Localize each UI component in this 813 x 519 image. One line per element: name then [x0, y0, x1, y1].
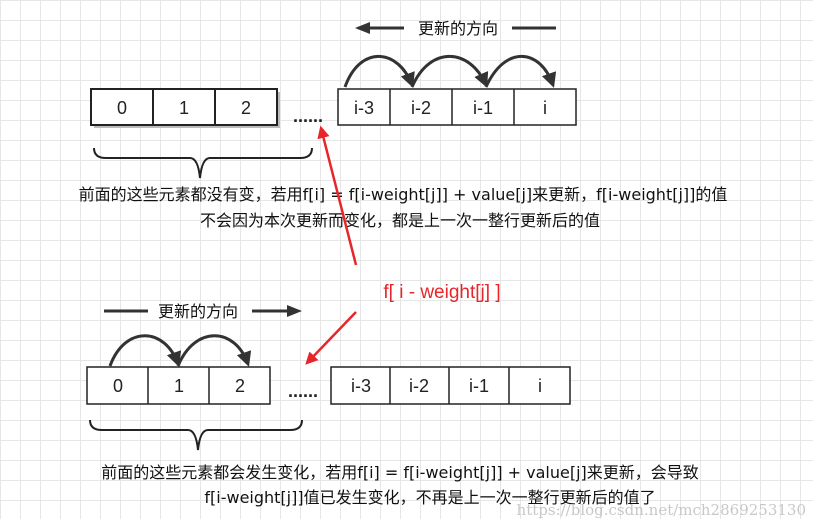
bottom-cell-1: 1	[174, 376, 184, 396]
top-cell-1: 1	[179, 98, 189, 118]
top-caption-line1: 前面的这些元素都没有变，若用f[i] = f[i-weight[j]] + va…	[79, 185, 728, 204]
red-arrow-up	[317, 125, 358, 266]
top-left-array: 0 1 2	[90, 88, 280, 128]
top-direction-arrow: 更新的方向	[355, 19, 556, 38]
bottom-direction-arrow: 更新的方向	[104, 302, 302, 321]
bottom-curved-arrows	[108, 334, 252, 367]
watermark: https://blog.csdn.net/mch2869253130	[517, 501, 806, 519]
bottom-cell-i: i	[538, 376, 542, 396]
top-cell-i-3: i-3	[354, 98, 374, 118]
top-cell-i-2: i-2	[411, 98, 431, 118]
bottom-cell-i-1: i-1	[469, 376, 489, 396]
top-section: 更新的方向 0 1 2 ...... i-3 i-2 i-1 i	[79, 19, 728, 230]
bottom-cell-i-2: i-2	[409, 376, 429, 396]
red-arrow-down	[305, 311, 357, 365]
top-cell-i-1: i-1	[473, 98, 493, 118]
top-curved-arrows	[343, 54, 557, 88]
bottom-left-array: 0 1 2	[86, 366, 271, 405]
bottom-right-array: i-3 i-2 i-1 i	[330, 366, 571, 405]
bottom-ellipsis: ......	[288, 381, 318, 401]
top-right-array: i-3 i-2 i-1 i	[337, 88, 577, 126]
bottom-caption-line1: 前面的这些元素都会发生变化，若用f[i] = f[i-weight[j]] + …	[101, 463, 699, 482]
bottom-cell-i-3: i-3	[351, 376, 371, 396]
top-cell-0: 0	[117, 98, 127, 118]
center-label: f[ i - weight[j] ]	[383, 282, 500, 303]
bottom-direction-label: 更新的方向	[158, 302, 238, 321]
bottom-cell-0: 0	[113, 376, 123, 396]
top-caption-line2: 不会因为本次更新而变化，都是上一次一整行更新后的值	[200, 211, 600, 230]
bottom-section: 更新的方向 0 1 2 ...... i-3 i-2 i-1 i	[86, 302, 699, 507]
top-cell-2: 2	[241, 98, 251, 118]
top-ellipsis: ......	[293, 106, 323, 126]
top-brace	[93, 147, 313, 179]
bottom-brace	[89, 419, 303, 451]
center-annotation: f[ i - weight[j] ]	[305, 125, 501, 365]
bottom-cell-2: 2	[235, 376, 245, 396]
bottom-caption-line2: f[i-weight[j]]值已发生变化，不再是上一次一整行更新后的值了	[204, 488, 655, 507]
top-cell-i: i	[543, 98, 547, 118]
top-direction-label: 更新的方向	[418, 19, 498, 38]
